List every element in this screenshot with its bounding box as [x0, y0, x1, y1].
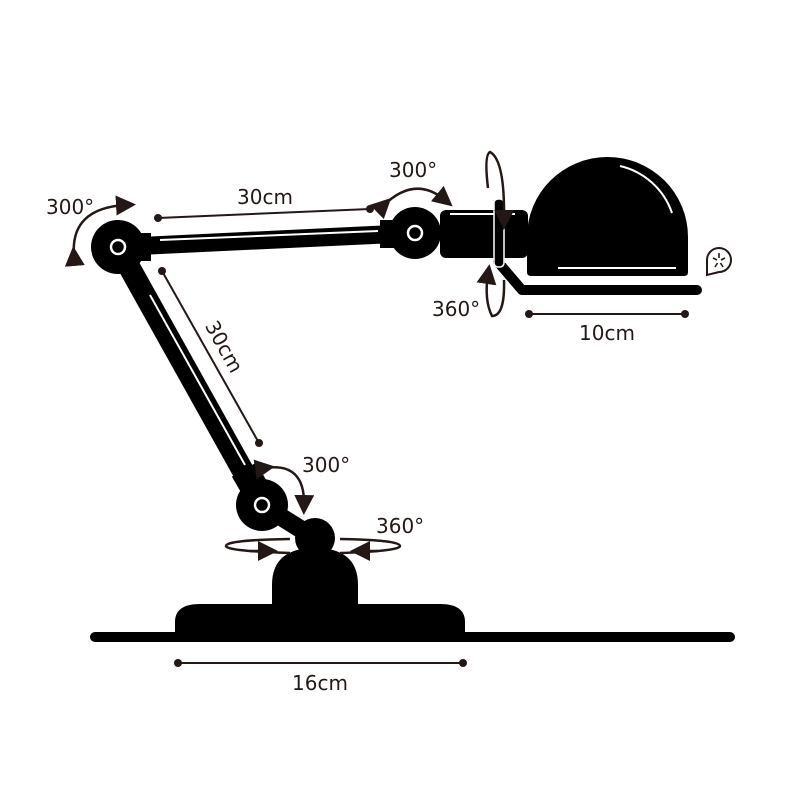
upper-arm-highlight	[159, 230, 379, 241]
label-shoulder-rotation: 300°	[46, 195, 94, 219]
label-elbow-rotation: 300°	[389, 158, 437, 182]
label-lower-arm-length: 30cm	[200, 316, 248, 377]
shade-highlight	[619, 165, 673, 214]
swivel-ring	[493, 198, 505, 268]
dim-lower-arm	[158, 267, 263, 447]
base-dome	[272, 548, 358, 606]
label-upper-arm-length: 30cm	[237, 185, 293, 209]
elbow-joint	[389, 207, 441, 259]
dim-shade	[525, 310, 689, 318]
label-base-rotation: 300°	[302, 453, 350, 477]
dim-base	[174, 659, 467, 667]
rotation-arrow-icon	[64, 195, 136, 267]
upper-arm	[117, 224, 416, 256]
base-joint	[236, 479, 288, 531]
label-shade-swivel: 360°	[432, 297, 480, 321]
lower-arm	[108, 241, 272, 511]
rotation-arrow-icon	[253, 459, 315, 515]
label-shade-length: 10cm	[579, 321, 635, 345]
label-base-swivel: 360°	[376, 514, 424, 538]
shade-neck	[440, 210, 528, 258]
lower-arm-highlight	[149, 294, 246, 466]
lamp-base	[175, 604, 465, 637]
swivel-arrow-icon	[476, 264, 506, 318]
rotation-arrow-icon	[369, 185, 453, 220]
shade-bracket	[493, 257, 702, 295]
swivel-arrow-icon	[485, 150, 515, 230]
label-base-length: 16cm	[292, 671, 348, 695]
shade-dome	[527, 157, 688, 276]
shoulder-joint	[91, 220, 145, 274]
drop-asterisk-badge-icon	[706, 247, 732, 277]
